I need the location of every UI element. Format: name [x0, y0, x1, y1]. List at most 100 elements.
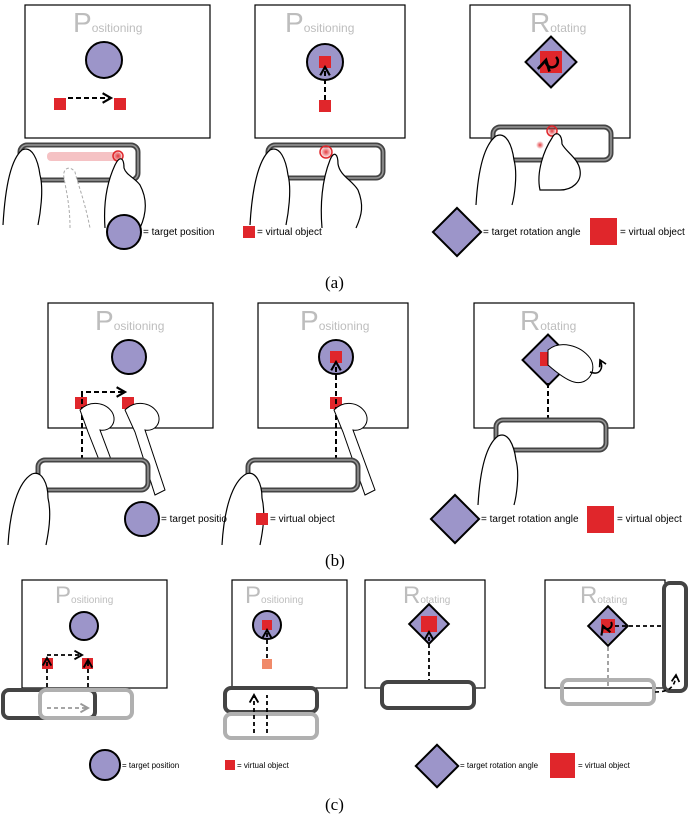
panel-c-handheld-device-1	[1, 688, 134, 720]
svg-text:Positioning: Positioning	[55, 582, 113, 609]
panel-a-frame-2: Positioning	[254, 4, 406, 139]
virtual-object-square	[421, 616, 437, 632]
panel-a-handheld-device-1	[2, 142, 146, 229]
svg-text:Positioning: Positioning	[245, 582, 303, 609]
panel-c-frame-2: Positioning	[231, 579, 348, 689]
legend-target-rotation: = target rotation angle	[460, 761, 539, 770]
virtual-object-square	[319, 56, 331, 68]
left-hand	[475, 134, 517, 206]
svg-text:Positioning: Positioning	[95, 305, 164, 336]
frame-title-rest: otating	[550, 21, 586, 35]
frame-title-initial: P	[55, 582, 71, 609]
panel-b-frame-2: Positioning	[257, 302, 409, 496]
panel-c: Positioning Positioning	[1, 579, 688, 814]
panel-b-handheld-device-3	[477, 417, 609, 506]
frame-title-initial: P	[73, 7, 92, 38]
svg-text:Positioning: Positioning	[300, 305, 369, 336]
rotate-arrow-icon	[536, 56, 560, 72]
legend-virtual-object: = virtual object	[237, 761, 290, 770]
panel-a-handheld-device-2	[249, 142, 386, 229]
panel-c-handheld-device-3	[380, 680, 476, 710]
legend-object-square	[256, 513, 268, 525]
right-hand	[103, 158, 146, 229]
left-hand	[221, 472, 265, 546]
virtual-object-square	[262, 620, 272, 630]
rotate-arrow-icon	[654, 673, 681, 693]
svg-text:Rotating: Rotating	[580, 582, 627, 609]
virtual-object-square	[114, 98, 126, 110]
legend-virtual-object: = virtual object	[620, 227, 685, 238]
frame-title-initial: P	[300, 305, 319, 336]
panel-b-handheld-device-1	[7, 457, 151, 546]
frame-title-initial: R	[520, 305, 540, 336]
frame-title-initial: R	[530, 7, 550, 38]
frame-title-rest: ositioning	[261, 595, 303, 606]
panel-caption: (b)	[325, 551, 345, 570]
svg-text:Positioning: Positioning	[285, 7, 354, 38]
frame-title-initial: R	[403, 582, 420, 609]
virtual-object-square	[262, 659, 272, 669]
legend-virtual-object: = virtual object	[578, 761, 631, 770]
panel-c-legend: = target position = virtual object = tar…	[89, 743, 631, 789]
panel-c-handheld-device-4	[560, 581, 688, 706]
svg-text:Positioning: Positioning	[73, 7, 142, 38]
rotate-arrow-icon	[589, 358, 607, 374]
legend-virtual-object: = virtual object	[270, 514, 335, 525]
legend-target-rotation: = target rotation angle	[483, 227, 581, 238]
frame-title-initial: R	[580, 582, 597, 609]
legend-object-square	[590, 218, 617, 245]
left-hand	[2, 148, 43, 226]
legend-target-position: = target position	[122, 761, 179, 770]
panel-a-frame-3: Rotating	[469, 4, 631, 139]
panel-caption: (c)	[325, 795, 344, 814]
panel-a-handheld-device-3	[475, 124, 614, 206]
panel-b: Positioning Positioning	[7, 302, 682, 570]
legend-object-square	[225, 760, 235, 770]
target-position-circle	[69, 611, 99, 641]
left-hand	[477, 434, 519, 506]
legend-target-position: = target position	[143, 227, 214, 238]
virtual-object-square	[54, 98, 66, 110]
legend-target-circle	[106, 214, 142, 250]
hand-rotating	[547, 344, 594, 384]
legend-target-circle	[124, 501, 160, 537]
panel-b-handheld-device-2	[221, 457, 361, 546]
move-arrow	[81, 386, 128, 460]
target-position-circle	[111, 339, 147, 375]
panel-c-frame-3: Rotating	[364, 579, 486, 690]
target-position-circle	[85, 41, 123, 79]
panel-b-frame-3: Rotating	[473, 302, 635, 429]
frame-title-rest: otating	[540, 319, 576, 333]
legend-rotation-diamond	[431, 206, 483, 258]
frame-title-rest: ositioning	[304, 21, 355, 35]
legend-object-square	[587, 506, 614, 533]
panel-b-legend: = target positio = virtual object = targ…	[124, 493, 682, 545]
frame-title-rest: ositioning	[319, 319, 370, 333]
frame-title-rest: ositioning	[114, 319, 165, 333]
legend-object-square	[550, 753, 575, 778]
legend-rotation-diamond	[414, 743, 460, 789]
panel-a-legend: = target position = virtual object = tar…	[106, 206, 685, 258]
frame-title-rest: ositioning	[92, 21, 143, 35]
legend-virtual-object: = virtual object	[617, 514, 682, 525]
hand-touching	[79, 403, 116, 476]
panel-c-frame-4: Rotating	[544, 579, 666, 689]
legend-target-rotation: = target rotation angle	[481, 514, 579, 525]
left-hand	[7, 472, 51, 546]
panel-c-frame-1: Positioning	[21, 579, 168, 715]
right-hand	[538, 133, 581, 191]
left-hand	[249, 148, 291, 226]
panel-caption: (a)	[325, 273, 344, 292]
legend-target-circle	[89, 749, 121, 781]
svg-text:Rotating: Rotating	[530, 7, 586, 38]
legend-object-square	[243, 226, 255, 238]
legend-target-position: = target positio	[161, 514, 227, 525]
frame-title-initial: P	[245, 582, 261, 609]
rotate-arrow-icon	[600, 621, 613, 636]
frame-title-initial: P	[95, 305, 114, 336]
panel-b-frame-1: Positioning	[47, 302, 214, 496]
frame-title-initial: P	[285, 7, 304, 38]
panel-c-handheld-device-2	[223, 686, 319, 740]
hand-touching	[124, 403, 166, 496]
